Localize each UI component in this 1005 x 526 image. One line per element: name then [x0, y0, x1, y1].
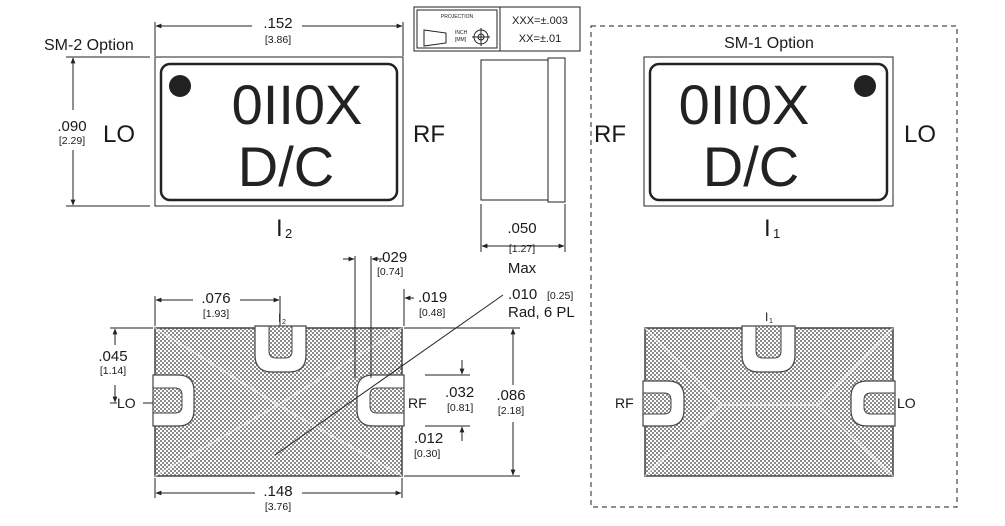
radius-note: Rad, 6 PL [508, 304, 575, 321]
sm2-right-port: RF [413, 121, 445, 148]
notch-offset-mm: [1.93] [203, 308, 229, 320]
notch-width-inch: .029 [378, 249, 407, 266]
xx-tolerance: XX=±.01 [519, 33, 561, 45]
sm1-fp-left-port: RF [615, 395, 634, 411]
fp-height-mm: [2.18] [498, 405, 524, 417]
sm1-panel: SM-1 Option 0II0X D/C RF LO I 1 RF LO I … [590, 25, 958, 508]
sm1-fp-top-port-sub: 1 [769, 318, 773, 325]
sm1-fp-top-port: I [765, 310, 768, 324]
gap-inch: .012 [414, 430, 443, 447]
third-angle-projection-icon [423, 28, 490, 47]
projection-label: PROJECTION [441, 14, 474, 20]
sm2-fp-right-port: RF [408, 395, 427, 411]
sm2-footprint: I 2 LO RF .076 [1.93] .029 [0.74] .019 [… [98, 249, 574, 513]
fp-width-inch: .148 [263, 483, 292, 500]
sm2-marking-line1: 0II0X [232, 73, 363, 136]
side-depth-note: Max [508, 260, 537, 277]
sm1-pin1-dot [854, 75, 876, 97]
notch-depth-mm: [0.48] [419, 307, 445, 319]
sm2-width-inch: .152 [263, 15, 292, 32]
sm1-right-port: LO [904, 121, 936, 148]
pin1-dot [169, 75, 191, 97]
sm2-height-mm: [2.29] [59, 135, 85, 147]
sm1-marking-line1: 0II0X [679, 73, 810, 136]
side-notch-mm: [1.14] [100, 365, 126, 377]
inch-label: INCH [455, 30, 468, 36]
sm1-bottom-port-sub: 1 [773, 226, 780, 241]
sm2-title: SM-2 Option [44, 37, 134, 54]
side-depth-mm: [1.27] [509, 243, 535, 255]
side-notch-inch: .045 [98, 348, 127, 365]
pad-mm: [0.81] [447, 402, 473, 414]
sm1-fp-right-port: LO [897, 395, 916, 411]
sm2-height-inch: .090 [57, 118, 86, 135]
sm2-width-mm: [3.86] [265, 34, 291, 46]
sm1-left-port: RF [594, 121, 626, 148]
notch-offset-inch: .076 [201, 290, 230, 307]
fp-height-inch: .086 [496, 387, 525, 404]
sm2-bottom-port: I [276, 215, 283, 242]
sm2-left-port: LO [103, 121, 135, 148]
sm2-top-view: SM-2 Option .152 [3.86] .090 [2.29] 0II0… [44, 15, 445, 242]
sm2-marking-line2: D/C [238, 135, 334, 198]
tolerance-block: PROJECTION INCH [MM] XXX=±.003 XX=±.01 [413, 6, 581, 52]
fp-width-mm: [3.76] [265, 501, 291, 513]
radius-mm: [0.25] [547, 290, 573, 302]
notch-depth-inch: .019 [418, 289, 447, 306]
pad-inch: .032 [445, 384, 474, 401]
side-depth-inch: .050 [507, 220, 536, 237]
sm2-bottom-port-sub: 2 [285, 226, 292, 241]
side-view: .050 [1.27] Max [480, 57, 566, 277]
mm-label: [MM] [455, 37, 467, 43]
xxx-tolerance: XXX=±.003 [512, 15, 568, 27]
sm2-fp-left-port: LO [117, 395, 136, 411]
notch-width-mm: [0.74] [377, 266, 403, 278]
gap-mm: [0.30] [414, 448, 440, 460]
sm2-fp-top-port-sub: 2 [282, 319, 286, 326]
sm1-marking-line2: D/C [703, 135, 799, 198]
sm1-bottom-port: I [764, 215, 771, 242]
radius-inch: .010 [508, 286, 537, 303]
sm1-title: SM-1 Option [724, 35, 814, 52]
